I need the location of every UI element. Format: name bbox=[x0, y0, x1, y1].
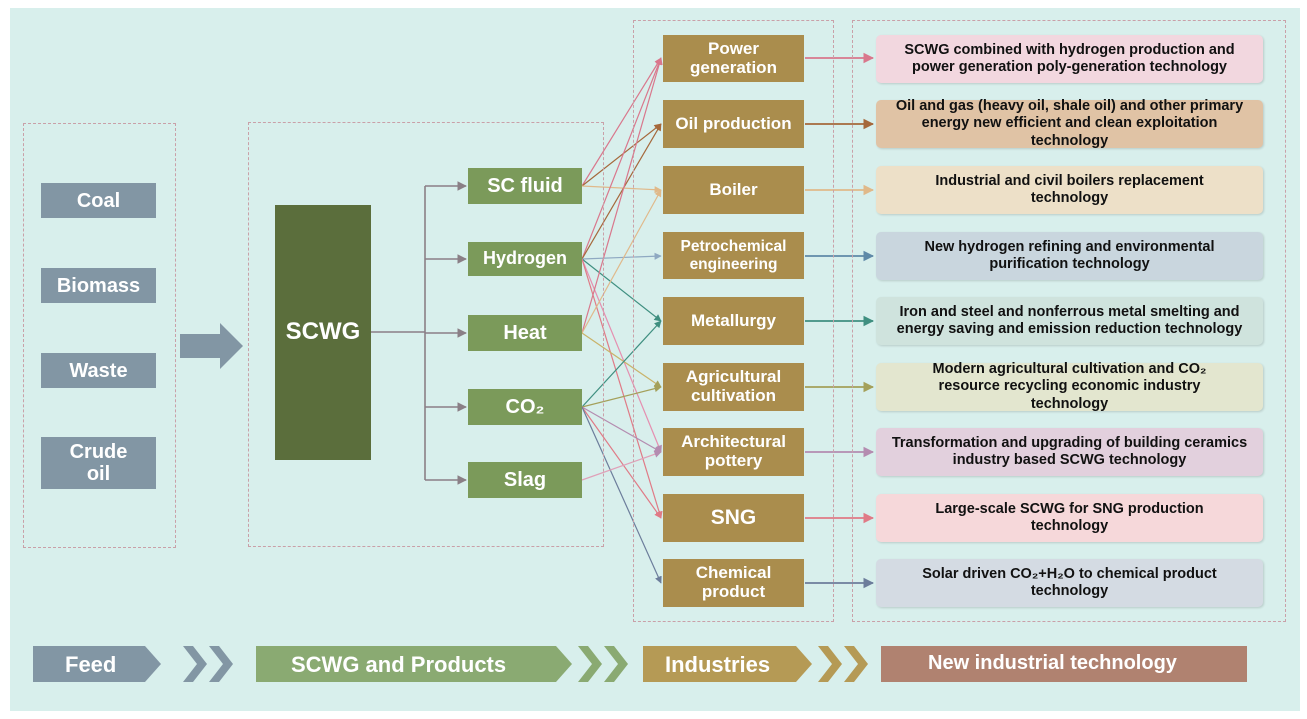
feed-group-frame bbox=[23, 123, 176, 548]
tech-label: Large-scale SCWG for SNG production tech… bbox=[935, 500, 1204, 534]
feed-waste: Waste bbox=[41, 353, 156, 388]
stage-arrow-industries bbox=[643, 646, 812, 682]
industry-label: Chemical product bbox=[695, 563, 772, 601]
connector-arrow bbox=[581, 123, 662, 260]
industries-group-frame bbox=[633, 20, 834, 622]
product-sc-fluid: SC fluid bbox=[468, 168, 582, 204]
tech-box: Oil and gas (heavy oil, shale oil) and o… bbox=[876, 97, 1263, 149]
product-hydrogen: Hydrogen bbox=[468, 242, 582, 276]
chevron-icon bbox=[604, 646, 628, 682]
industry-sng: SNG bbox=[663, 494, 804, 542]
chevron-icon bbox=[209, 646, 233, 682]
tech-label: New hydrogen refining and environmental … bbox=[924, 238, 1215, 272]
product-label: CO₂ bbox=[505, 396, 545, 418]
tech-box: New hydrogen refining and environmental … bbox=[876, 232, 1263, 280]
industry-label: Metallurgy bbox=[690, 310, 777, 330]
product-heat: Heat bbox=[468, 315, 582, 351]
chevron-icon bbox=[578, 646, 602, 682]
product-slag: Slag bbox=[468, 462, 582, 498]
chevron-icon bbox=[818, 646, 842, 682]
connector-arrow bbox=[581, 450, 662, 481]
tech-label: SCWG combined with hydrogen production a… bbox=[904, 41, 1235, 75]
product-label: Heat bbox=[503, 322, 547, 344]
connector-arrow bbox=[581, 185, 662, 194]
feed-crude-oil: Crude oil bbox=[41, 437, 156, 489]
industry-oil-production: Oil production bbox=[663, 100, 804, 148]
stage-industries: Industries bbox=[665, 652, 771, 677]
tech-box: Solar driven CO₂+H₂O to chemical product… bbox=[876, 559, 1263, 607]
scwg-label: SCWG bbox=[285, 318, 361, 346]
industry-label: Power generation bbox=[690, 38, 777, 77]
tech-box: Iron and steel and nonferrous metal smel… bbox=[876, 297, 1263, 345]
tech-box: Industrial and civil boilers replacement… bbox=[876, 166, 1263, 214]
stage-arrow-feed bbox=[33, 646, 161, 682]
tech-label: Oil and gas (heavy oil, shale oil) and o… bbox=[895, 97, 1244, 149]
connector-arrow bbox=[581, 320, 662, 408]
feed-coal: Coal bbox=[41, 183, 156, 218]
industry-label: Petrochemical engineering bbox=[680, 238, 787, 273]
industry-agricultural-cultivation: Agricultural cultivation bbox=[663, 363, 804, 411]
connector-arrow bbox=[581, 258, 662, 322]
industry-metallurgy: Metallurgy bbox=[663, 297, 804, 345]
tech-label: Iron and steel and nonferrous metal smel… bbox=[896, 303, 1243, 337]
connector-arrow bbox=[581, 258, 662, 453]
product-co2: CO₂ bbox=[468, 389, 582, 425]
connector-arrow bbox=[581, 57, 662, 260]
connector-arrow bbox=[581, 189, 662, 334]
stage-box-new-tech bbox=[881, 646, 1247, 682]
connector-arrow bbox=[581, 258, 663, 519]
tech-label: Transformation and upgrading of building… bbox=[891, 434, 1248, 468]
tech-box: SCWG combined with hydrogen production a… bbox=[876, 35, 1263, 83]
feed-label: Waste bbox=[69, 359, 128, 382]
feed-biomass: Biomass bbox=[41, 268, 156, 303]
connector-arrow bbox=[581, 406, 662, 584]
scwg-reactor: SCWG bbox=[275, 205, 371, 460]
industry-power-generation: Power generation bbox=[663, 35, 804, 82]
tech-box: Modern agricultural cultivation and CO₂ … bbox=[876, 360, 1263, 412]
industry-petrochemical-engineering: Petrochemical engineering bbox=[663, 232, 804, 279]
connector-arrow bbox=[581, 57, 663, 334]
scwg-group-frame bbox=[248, 122, 604, 547]
feed-to-scwg-arrow-icon bbox=[180, 323, 243, 369]
industry-label: SNG bbox=[710, 506, 757, 530]
industry-architectural-pottery: Architectural pottery bbox=[663, 428, 804, 476]
connector-arrow bbox=[581, 332, 662, 388]
connector-arrow bbox=[581, 385, 662, 408]
stage-scwg-products: SCWG and Products bbox=[291, 652, 507, 677]
connector-arrow bbox=[581, 252, 662, 260]
tech-label: Solar driven CO₂+H₂O to chemical product… bbox=[922, 565, 1217, 599]
product-label: Slag bbox=[503, 469, 547, 491]
connector-arrow bbox=[581, 123, 662, 187]
technology-group-frame bbox=[852, 20, 1286, 622]
tech-box: Large-scale SCWG for SNG production tech… bbox=[876, 494, 1263, 542]
industry-label: Agricultural cultivation bbox=[685, 367, 782, 405]
stage-feed: Feed bbox=[65, 652, 117, 677]
industry-label: Architectural pottery bbox=[681, 432, 786, 470]
industry-label: Boiler bbox=[709, 179, 758, 199]
industry-boiler: Boiler bbox=[663, 166, 804, 214]
stage-new-tech: New industrial technology bbox=[928, 652, 1177, 674]
connector-arrow bbox=[581, 406, 662, 453]
connector-arrow bbox=[581, 406, 662, 519]
product-label: Hydrogen bbox=[482, 248, 567, 269]
chevron-icon bbox=[844, 646, 868, 682]
tech-label: Modern agricultural cultivation and CO₂ … bbox=[932, 360, 1207, 412]
chevron-icon bbox=[183, 646, 207, 682]
connector-arrow bbox=[581, 57, 662, 187]
tech-label: Industrial and civil boilers replacement… bbox=[935, 172, 1204, 206]
feed-label: Crude oil bbox=[69, 441, 128, 485]
tech-box: Transformation and upgrading of building… bbox=[876, 428, 1263, 476]
stage-arrow-scwg-products bbox=[256, 646, 572, 682]
feed-label: Coal bbox=[76, 189, 121, 212]
product-label: SC fluid bbox=[487, 175, 563, 197]
stage-banner bbox=[33, 646, 1247, 682]
industry-chemical-product: Chemical product bbox=[663, 559, 804, 607]
feed-label: Biomass bbox=[56, 274, 141, 297]
industry-label: Oil production bbox=[675, 113, 792, 133]
